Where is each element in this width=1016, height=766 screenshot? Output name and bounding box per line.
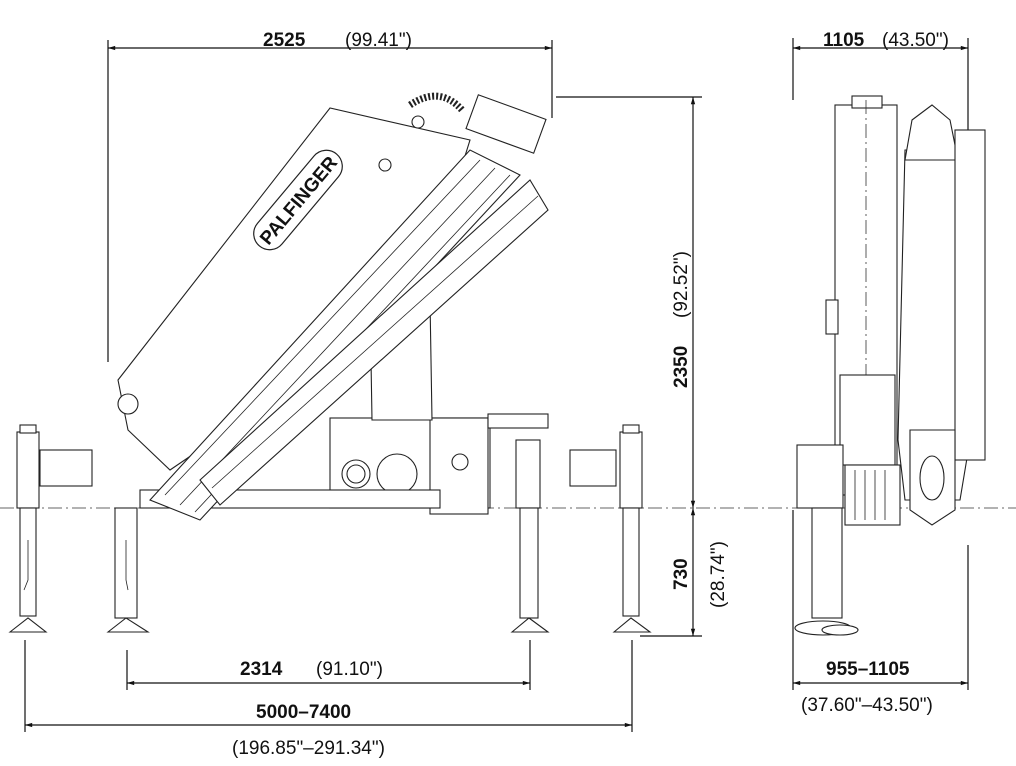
below-base-value: 730 [671,558,692,590]
total-span-inches: (196.85"–291.34") [232,738,385,759]
outrigger-span-inches: (91.10") [316,659,383,680]
control-valves [844,464,901,526]
below-base-inches: (28.74") [708,541,729,608]
outrigger-leg-right-outer [612,424,652,633]
height-value: 2350 [671,346,692,388]
side-span-value: 955–1105 [826,659,910,680]
outrigger-leg-left-inner [106,507,150,633]
stabilizer-hose-right [125,540,129,591]
side-width-inches: (43.50") [882,30,949,51]
crane-base [139,413,549,515]
dimension-outrigger-span: 2314 (91.10") [126,640,531,690]
dimension-side-span: 955–1105 (37.60"–43.50") [792,510,969,716]
outrigger-leg-right-inner [510,439,550,633]
side-boom-rail [954,129,986,461]
side-span-inches: (37.60"–43.50") [801,695,933,716]
main-boom: PALFINGER [117,107,471,471]
stabilizer-hose-left [23,540,29,591]
top-width-value: 2525 [263,30,306,51]
side-leg [811,507,843,619]
outrigger-span-value: 2314 [240,659,283,680]
crane-front-view: PALFINGER [8,92,652,633]
dimension-side-width: 1105 (43.50") [792,30,969,130]
dimension-total-span: 5000–7400 (196.85"–291.34") [24,640,633,759]
total-span-value: 5000–7400 [256,702,351,723]
top-width-inches: (99.41") [345,30,412,51]
side-width-value: 1105 [823,30,865,51]
hose-coil [408,92,465,113]
side-leg-housing [796,444,844,509]
dimension-top-width: 2525 (99.41") [107,30,553,362]
crane-side-view [794,95,986,636]
dimension-height: 2350 (92.52") 730 (28.74") [556,96,729,637]
height-inches: (92.52") [671,251,692,318]
extension-booms [149,94,549,521]
